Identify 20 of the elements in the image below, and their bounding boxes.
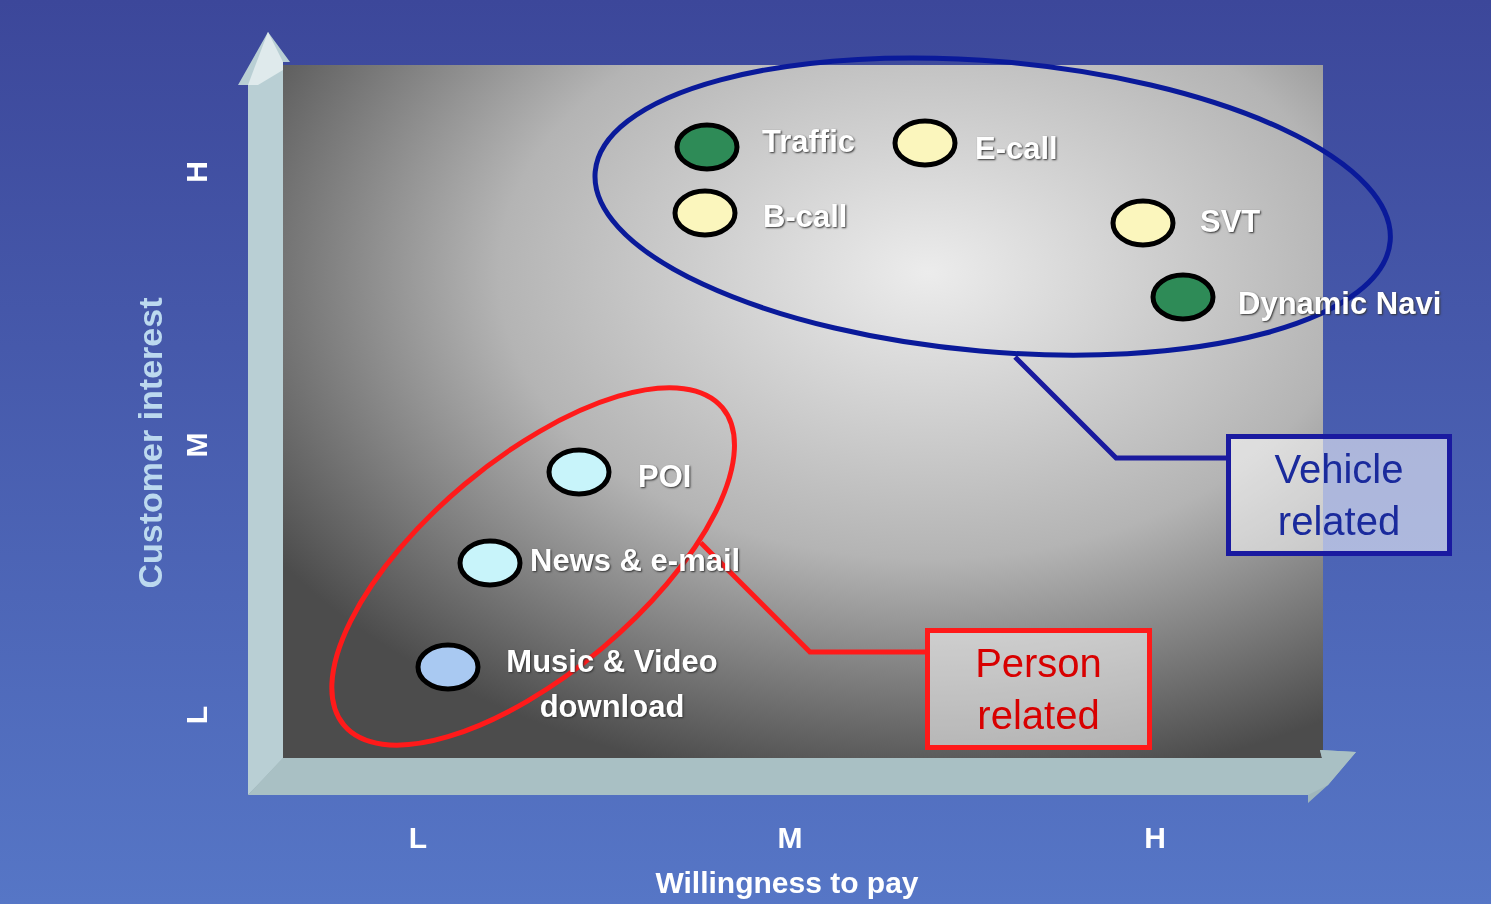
item-label: B-call bbox=[763, 200, 848, 235]
callout-text: Person related bbox=[974, 640, 1103, 739]
axis-title: Willingness to pay bbox=[655, 868, 919, 898]
callout-box bbox=[925, 628, 1152, 750]
item-label: E-call bbox=[975, 132, 1058, 167]
axis-tick-label: M bbox=[182, 432, 212, 458]
leader-line bbox=[1013, 355, 1226, 461]
callout-text: Vehicle related bbox=[1273, 446, 1405, 545]
axis-tick-label: L bbox=[182, 705, 212, 725]
item-label: SVT bbox=[1200, 205, 1261, 240]
leader-line bbox=[699, 541, 925, 655]
callout-box bbox=[1226, 434, 1452, 556]
item-label: Traffic bbox=[762, 125, 856, 160]
axis-tick-label: H bbox=[182, 161, 212, 183]
axis-tick-label: H bbox=[1144, 823, 1166, 853]
item-label: POI bbox=[638, 460, 692, 495]
axis-tick-label: L bbox=[408, 823, 428, 853]
group-ellipse bbox=[328, 384, 738, 748]
axis-title: Customer interest bbox=[133, 297, 167, 589]
axis-tick-label: M bbox=[777, 823, 803, 853]
